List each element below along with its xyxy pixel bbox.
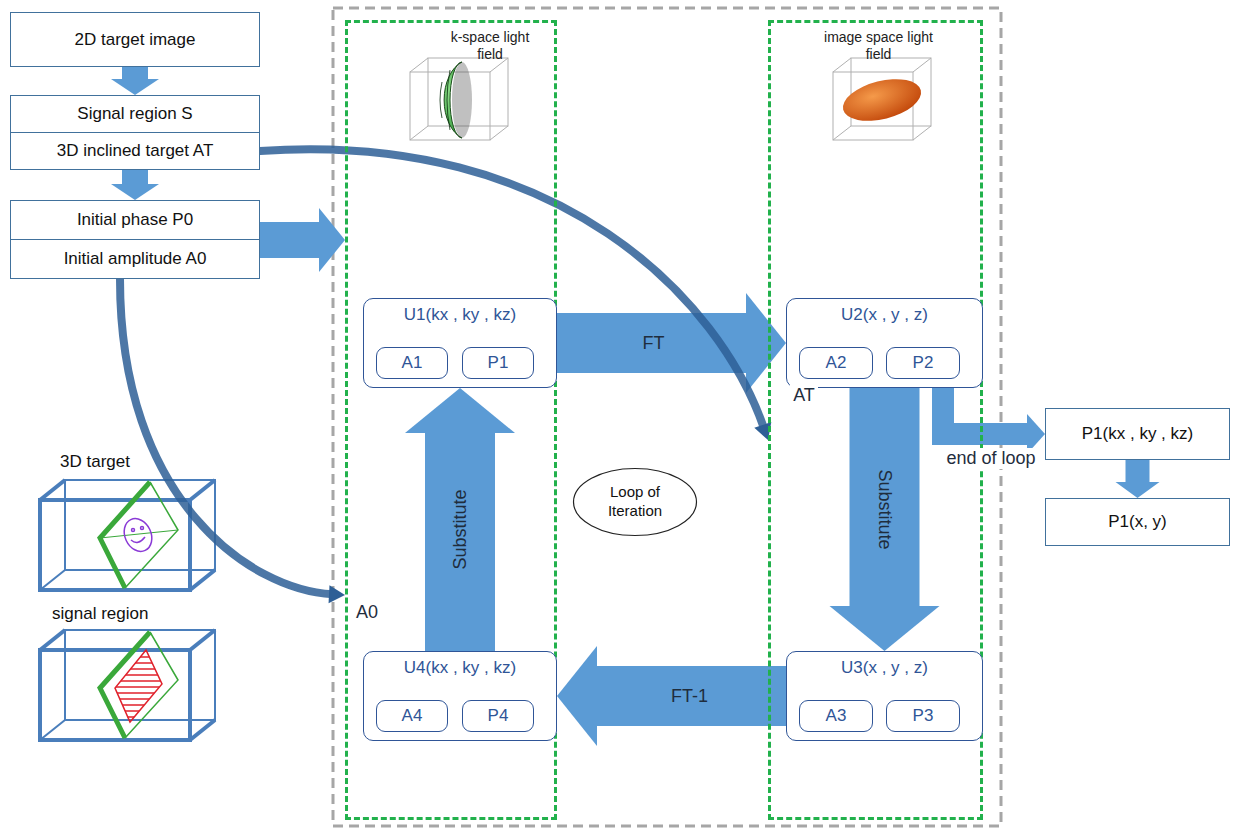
figure-caption: 3D target	[60, 452, 130, 472]
node-text: A1	[402, 353, 423, 373]
node-text: 2D target image	[75, 30, 196, 50]
field-box: U3(x , y , z) A3 P3	[786, 651, 983, 741]
arrow-shaft	[943, 388, 1028, 434]
node-text: P2	[913, 353, 934, 373]
curve-shaft	[260, 149, 764, 428]
phase-box: P3	[886, 700, 960, 732]
curved-pointer	[260, 149, 771, 440]
node-text: A3	[826, 706, 847, 726]
edge-label: AT	[790, 385, 818, 406]
node-text: A2	[826, 353, 847, 373]
edge-label: end of loop	[943, 448, 1038, 469]
node-text: U2(x , y , z)	[787, 305, 982, 325]
image-space-focus	[839, 72, 926, 128]
arrow-shaft	[122, 67, 148, 80]
curved-pointer	[120, 279, 345, 603]
node-text: U1(kx , ky , kz)	[364, 305, 556, 325]
block-arrow	[557, 293, 786, 393]
phase-box: P2	[886, 347, 960, 379]
arrow-shaft	[850, 388, 920, 607]
node-text: 3D inclined target AT	[57, 141, 214, 161]
edge-label: A0	[353, 602, 381, 623]
arrow-shaft	[425, 432, 495, 651]
smiley-target	[119, 514, 157, 556]
field-box: U4(kx , ky , kz) A4 P4	[363, 651, 557, 741]
edge-label: Substitute	[450, 489, 471, 569]
node-text: P1	[488, 353, 509, 373]
edge-label: FT	[643, 333, 665, 354]
target-inclined-plane	[100, 482, 178, 588]
signal-inclined-plane	[100, 632, 178, 738]
process-box: Initial amplitude A0	[10, 239, 260, 279]
block-arrow	[260, 208, 345, 272]
signal-3d-box	[40, 630, 215, 740]
image-space-region: image space light fieldU2(x , y , z) A2 P2…	[768, 20, 983, 820]
block-arrow	[830, 388, 940, 651]
image-space-cube	[833, 58, 931, 140]
node-text: P4	[488, 706, 509, 726]
output-box: P1(x, y)	[1045, 498, 1230, 546]
outer-loop-frame	[333, 8, 1001, 826]
edge-label: Substitute	[874, 469, 895, 549]
k-space-region: k-space light fieldU1(kx , ky , kz)A1P1U…	[345, 20, 557, 820]
arrow-head	[111, 184, 159, 200]
phase-box: P4	[462, 700, 534, 732]
node-text: P1(x, y)	[1108, 512, 1167, 532]
edge-label: FT-1	[671, 686, 708, 707]
curve-shaft	[120, 279, 333, 594]
node-text: A4	[402, 706, 423, 726]
k-space-cube	[410, 58, 508, 140]
region-heading: image space light field	[821, 29, 936, 63]
node-text: P3	[913, 706, 934, 726]
amplitude-box: A3	[799, 700, 873, 732]
arrow-shaft	[596, 666, 786, 726]
arrow-head	[1116, 482, 1160, 498]
block-arrow	[1116, 460, 1160, 498]
block-arrow	[557, 646, 786, 746]
node-text: U3(x , y , z)	[787, 658, 982, 678]
process-box: 3D inclined target AT	[10, 132, 260, 170]
arrow-head	[405, 388, 515, 433]
node-text: U4(kx , ky , kz)	[364, 658, 556, 678]
amplitude-box: A4	[376, 700, 448, 732]
arrow-head	[746, 293, 786, 393]
process-box: 2D target image	[10, 12, 260, 67]
node-text: Initial phase P0	[77, 210, 193, 230]
signal-region-hatch	[115, 650, 162, 722]
amplitude-box: A2	[799, 347, 873, 379]
loop-ellipse: Loop of Iteration	[572, 467, 698, 537]
block-arrow	[111, 170, 159, 200]
phase-box: P1	[462, 347, 534, 379]
arrow-shaft	[1126, 460, 1150, 483]
arrow-shaft	[260, 222, 320, 258]
arrow-head	[557, 646, 597, 746]
field-box: U1(kx , ky , kz) A1 P1	[363, 298, 557, 388]
arrow-head	[111, 79, 159, 95]
arrow-shaft	[122, 170, 148, 185]
target-3d-box	[40, 480, 215, 590]
figure-caption: signal region	[52, 604, 148, 624]
amplitude-box: A1	[376, 347, 448, 379]
process-box: Initial phase P0	[10, 200, 260, 240]
ellipse-shape	[574, 469, 697, 536]
process-box: Signal region S	[10, 95, 260, 133]
region-heading: k-space light field	[440, 29, 540, 63]
node-text: Initial amplitude A0	[64, 249, 207, 269]
block-arrow	[405, 388, 515, 651]
block-arrow	[111, 67, 159, 95]
arrow-head	[319, 208, 345, 272]
block-arrow	[943, 388, 1045, 454]
k-space-shell	[440, 62, 472, 138]
arrow-head	[830, 606, 940, 651]
node-text: Loop of Iteration	[595, 483, 675, 521]
field-box: U2(x , y , z) A2 P2	[786, 298, 983, 388]
output-box: P1(kx , ky , kz)	[1045, 408, 1230, 460]
node-text: Signal region S	[77, 104, 192, 124]
node-text: P1(kx , ky , kz)	[1082, 424, 1193, 444]
